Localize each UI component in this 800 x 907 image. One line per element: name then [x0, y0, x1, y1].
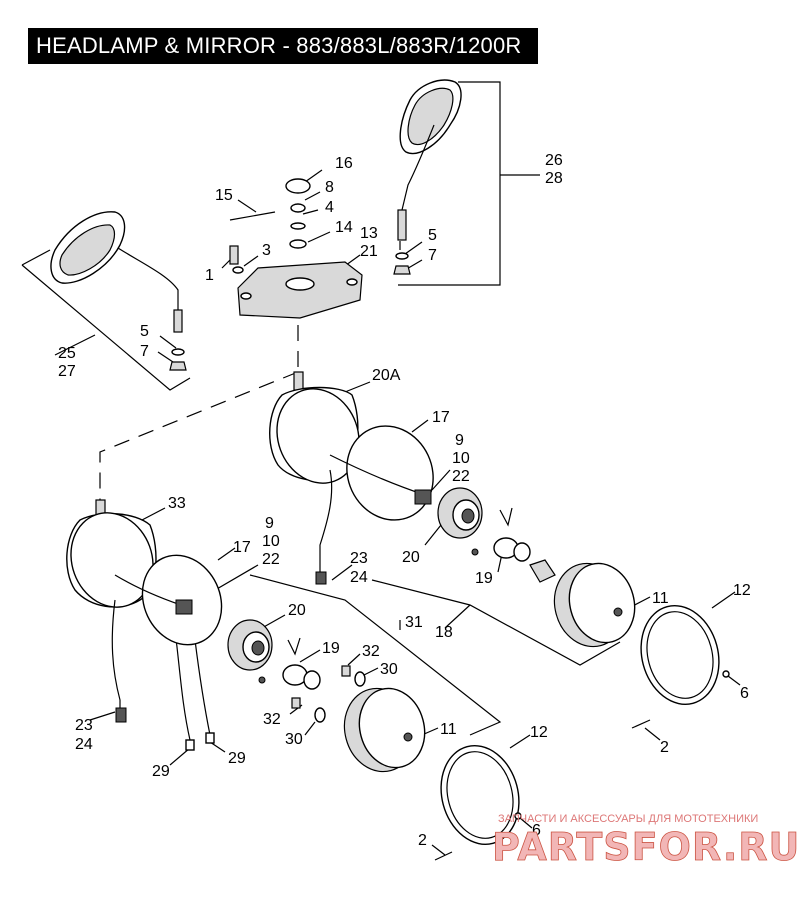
reflector-mounts: [227, 487, 483, 671]
callout-30-upper: 30: [380, 661, 398, 678]
callout-20-upper: 20: [402, 549, 420, 566]
callout-13: 13: [360, 225, 378, 242]
callout-11-upper: 11: [652, 590, 669, 607]
callout-23-lower: 23: [75, 717, 93, 734]
callout-9-upper: 9: [455, 432, 464, 449]
callout-6-lower: 6: [532, 822, 541, 839]
callout-21: 21: [360, 243, 378, 260]
right-mirror: [393, 79, 462, 275]
callout-28: 28: [545, 170, 563, 187]
callout-24-upper: 24: [350, 569, 368, 586]
callout-7-right: 7: [428, 247, 437, 264]
callout-10-upper: 10: [452, 450, 470, 467]
callout-3: 3: [262, 242, 271, 259]
callout-22-lower: 22: [262, 551, 280, 568]
watermark-brand: PARTSFOR.RU: [492, 825, 800, 869]
callout-25: 25: [58, 345, 76, 362]
callout-19-lower: 19: [322, 640, 340, 657]
callout-14: 14: [335, 219, 353, 236]
callout-8: 8: [325, 179, 334, 196]
callout-5-left: 5: [140, 323, 149, 340]
headlamp-lenses: [343, 562, 636, 773]
callout-27: 27: [58, 363, 76, 380]
callout-2-lower: 2: [418, 832, 427, 849]
callout-12-lower: 12: [530, 724, 548, 741]
callout-32-upper: 32: [362, 643, 380, 660]
callout-33: 33: [168, 495, 186, 512]
callout-20-lower: 20: [288, 602, 306, 619]
callout-1: 1: [205, 267, 214, 284]
callout-24-lower: 24: [75, 736, 93, 753]
trim-rings: [440, 605, 720, 845]
callout-4: 4: [325, 199, 334, 216]
callout-17-upper: 17: [432, 409, 450, 426]
callout-12-upper: 12: [733, 582, 751, 599]
watermark: ЗАПЧАСТИ И АКСЕССУАРЫ ДЛЯ МОТОТЕХНИКИ PA…: [492, 813, 800, 869]
callout-7-left: 7: [140, 343, 149, 360]
callout-6-upper: 6: [740, 685, 749, 702]
headlamp-housing-33: [66, 499, 215, 751]
callout-22-upper: 22: [452, 468, 470, 485]
callout-18: 18: [435, 624, 453, 641]
left-mirror: [50, 211, 187, 371]
screws-and-nuts: [434, 670, 730, 861]
callout-23-upper: 23: [350, 550, 368, 567]
callout-26: 26: [545, 152, 563, 169]
callout-29-left: 29: [152, 763, 170, 780]
diagram-title: HEADLAMP & MIRROR - 883/883L/883R/1200R: [28, 28, 538, 64]
callout-16: 16: [335, 155, 353, 172]
bulbs: [258, 507, 556, 723]
watermark-tagline: ЗАПЧАСТИ И АКСЕССУАРЫ ДЛЯ МОТОТЕХНИКИ: [498, 813, 758, 825]
callout-32-lower: 32: [263, 711, 281, 728]
callout-30-lower: 30: [285, 731, 303, 748]
callout-15: 15: [215, 187, 233, 204]
callout-labels: 16 8 4 14 15 13 21 3 1 26 28 5 7 5 7 25 …: [58, 152, 751, 849]
callout-9-lower: 9: [265, 515, 274, 532]
top-clamp-hardware: [229, 178, 363, 319]
callout-5-right: 5: [428, 227, 437, 244]
callout-20A: 20A: [372, 367, 401, 384]
callout-31: 31: [405, 614, 423, 631]
gaskets: [114, 425, 434, 646]
callout-19-upper: 19: [475, 570, 493, 587]
callout-11-lower: 11: [440, 721, 457, 738]
callout-17-lower: 17: [233, 539, 251, 556]
callout-2-upper: 2: [660, 739, 669, 756]
callout-10-lower: 10: [262, 533, 280, 550]
callout-29-right: 29: [228, 750, 246, 767]
